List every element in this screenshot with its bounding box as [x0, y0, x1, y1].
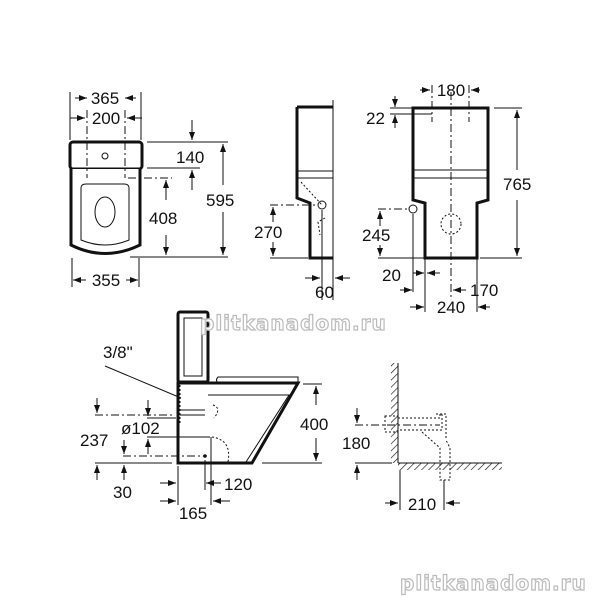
dim-408: 408 [149, 209, 177, 228]
small-side-view: 270 60 [254, 100, 350, 302]
install-detail: 180 210 [342, 363, 502, 514]
dim-170: 170 [470, 281, 498, 300]
dim-140: 140 [176, 148, 204, 167]
tank-outline [68, 140, 144, 171]
dim-270: 270 [254, 223, 282, 242]
dim-210: 210 [408, 495, 436, 514]
top-view: 365 200 140 408 595 355 [68, 89, 234, 290]
side-view: 3/8" ø102 237 30 400 120 165 [80, 310, 328, 523]
dim-240: 240 [437, 298, 465, 317]
bowl-outline [69, 169, 142, 255]
dim-355: 355 [92, 271, 120, 290]
dim-22: 22 [366, 109, 385, 128]
wall-hatch [391, 363, 398, 463]
dim-765: 765 [503, 175, 531, 194]
dim-180-detail: 180 [342, 434, 370, 453]
floor-hatch [398, 463, 502, 470]
dim-phi102: ø102 [121, 419, 160, 438]
watermark-top: plitkanadom.ru [200, 311, 387, 335]
dim-165: 165 [179, 504, 207, 523]
seat-outline [80, 183, 130, 246]
bowl-opening [94, 196, 116, 228]
dim-180-top: 180 [437, 81, 465, 100]
dim-237: 237 [80, 431, 108, 450]
dim-595: 595 [206, 191, 234, 210]
dim-200: 200 [92, 109, 120, 128]
leader-3-8 [104, 365, 182, 399]
button-mark [101, 152, 109, 160]
label-3-8: 3/8" [103, 343, 133, 362]
front-view: 180 22 765 245 20 170 240 [362, 81, 531, 317]
dim-30: 30 [113, 483, 132, 502]
dim-400: 400 [300, 415, 328, 434]
dim-20: 20 [382, 266, 401, 285]
dim-365: 365 [91, 89, 119, 108]
dim-245: 245 [362, 226, 390, 245]
dim-60: 60 [315, 283, 334, 302]
dim-120: 120 [224, 475, 252, 494]
watermark-bottom: plitkanadom.ru [400, 571, 587, 595]
